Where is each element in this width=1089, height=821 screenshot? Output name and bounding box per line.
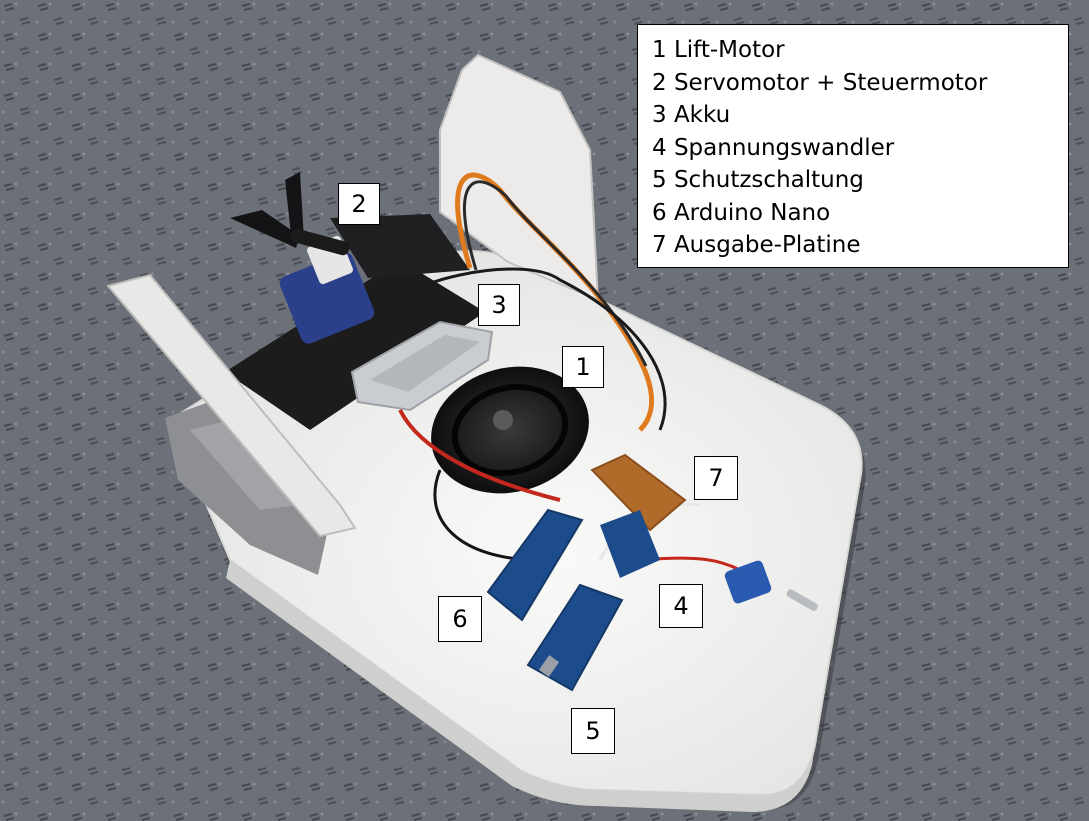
toggle-switch	[724, 560, 772, 604]
callout-3: 3	[478, 284, 520, 326]
callout-2: 2	[338, 183, 380, 225]
arduino-nano	[486, 508, 584, 622]
black-tape-rear	[330, 214, 470, 278]
legend-item-protection-circuit: 5 Schutzschaltung	[652, 167, 864, 193]
legend-item-output-board: 7 Ausgabe-Platine	[652, 232, 861, 258]
left-fin	[106, 273, 357, 538]
black-tape	[225, 260, 485, 430]
output-board	[590, 453, 687, 532]
voltage-converter	[600, 510, 660, 578]
callout-1: 1	[562, 346, 604, 388]
legend-item-battery: 3 Akku	[652, 102, 731, 128]
legend-item-lift-motor: 1 Lift-Motor	[652, 37, 785, 63]
callout-7: 7	[694, 456, 738, 500]
legend-item-arduino-nano: 6 Arduino Nano	[652, 199, 831, 226]
callout-4: 4	[659, 584, 703, 628]
callout-6: 6	[438, 596, 482, 642]
callout-5: 5	[571, 708, 615, 754]
legend-item-servo-motor: 2 Servomotor + Steuermotor	[652, 69, 988, 96]
legend-box: 1 Lift-Motor 2 Servomotor + Steuermotor …	[637, 24, 1069, 268]
propeller	[285, 172, 304, 244]
battery-wire-red	[398, 409, 561, 502]
legend-item-voltage-converter: 4 Spannungswandler	[652, 134, 895, 161]
servo-motor	[279, 252, 375, 344]
